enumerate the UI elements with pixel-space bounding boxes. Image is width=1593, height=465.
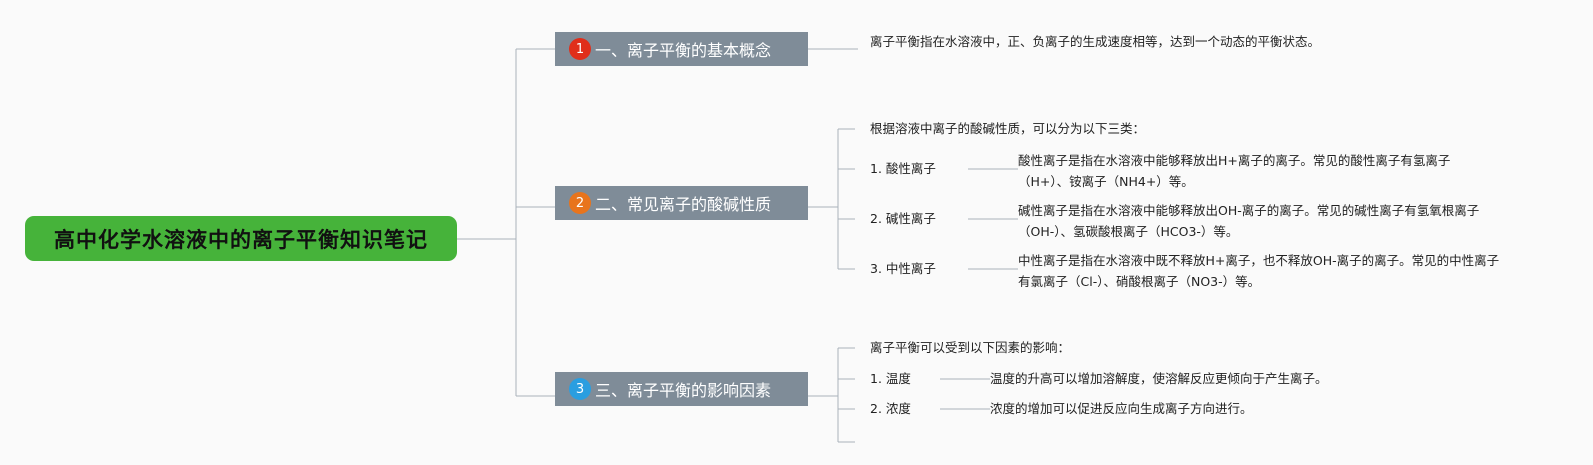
b2-item-desc-3[interactable]: 中性离子是指在水溶液中既不释放H+离子，也不释放OH-离子的离子。常见的中性离子… [1018, 253, 1500, 289]
branch-label-1: 一、离子平衡的基本概念 [595, 41, 772, 60]
b2-item-desc-1[interactable]: 酸性离子是指在水溶液中能够释放出H+离子的离子。常见的酸性离子有氢离子（H+）、… [1018, 153, 1451, 189]
b2-item-label-1[interactable]: 1. 酸性离子 [870, 161, 936, 176]
b2-intro-text[interactable]: 根据溶液中离子的酸碱性质，可以分为以下三类： [870, 121, 1146, 136]
b2-item-label-3[interactable]: 3. 中性离子 [870, 261, 936, 276]
branch-label-2: 二、常见离子的酸碱性质 [595, 195, 772, 214]
b3-item-desc-1[interactable]: 温度的升高可以增加溶解度，使溶解反应更倾向于产生离子。 [990, 371, 1328, 386]
number-badge-2: 2 [569, 192, 591, 214]
root-node[interactable]: 高中化学水溶液中的离子平衡知识笔记 [25, 216, 457, 261]
branch-node-3[interactable]: 3 三、离子平衡的影响因素 [555, 372, 808, 406]
b1-definition-text[interactable]: 离子平衡指在水溶液中，正、负离子的生成速度相等，达到一个动态的平衡状态。 [870, 34, 1321, 49]
b3-item-label-2[interactable]: 2. 浓度 [870, 401, 911, 416]
root-title: 高中化学水溶液中的离子平衡知识笔记 [54, 227, 428, 252]
number-badge-1: 1 [569, 38, 591, 60]
b2-item-desc-2[interactable]: 碱性离子是指在水溶液中能够释放出OH-离子的离子。常见的碱性离子有氢氧根离子（O… [1018, 203, 1480, 239]
b3-intro-text[interactable]: 离子平衡可以受到以下因素的影响： [870, 340, 1071, 355]
b2-item-label-2[interactable]: 2. 碱性离子 [870, 211, 936, 226]
branch-node-2[interactable]: 2 二、常见离子的酸碱性质 [555, 186, 808, 220]
branch-node-1[interactable]: 1 一、离子平衡的基本概念 [555, 32, 808, 66]
b3-item-label-1[interactable]: 1. 温度 [870, 371, 911, 386]
number-badge-3: 3 [569, 378, 591, 400]
branch-label-3: 三、离子平衡的影响因素 [595, 381, 772, 400]
b3-item-desc-2[interactable]: 浓度的增加可以促进反应向生成离子方向进行。 [990, 401, 1253, 416]
